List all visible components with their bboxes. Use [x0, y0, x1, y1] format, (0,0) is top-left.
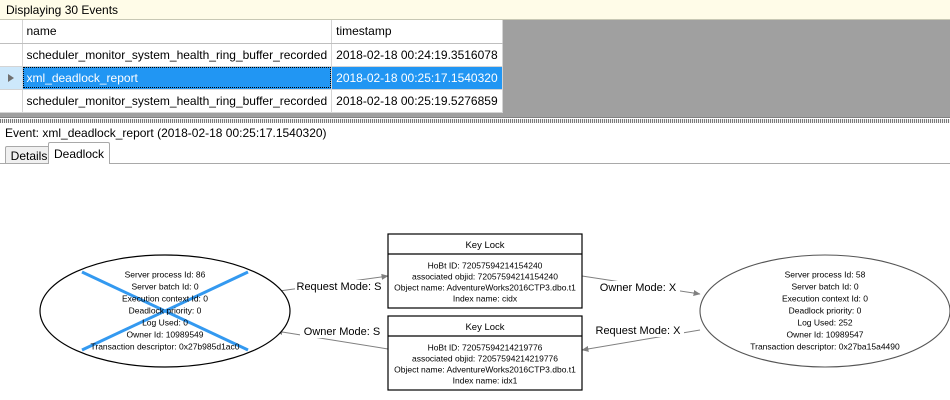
- event-header: Event: xml_deadlock_report (2018-02-18 0…: [0, 123, 950, 142]
- column-header-timestamp[interactable]: timestamp: [331, 20, 503, 44]
- events-grid[interactable]: name timestamp scheduler_monitor_system_…: [0, 20, 950, 118]
- tab-details[interactable]: Details: [5, 146, 53, 164]
- tab-deadlock-label: Deadlock: [53, 146, 105, 161]
- process-right-line-0: Server process Id: 58: [785, 269, 866, 279]
- row-selector-cell[interactable]: [0, 89, 23, 113]
- resource-top-line-1: associated objid: 72057594214154240: [412, 271, 558, 281]
- process-left-line-1: Server batch Id: 0: [131, 281, 198, 291]
- resource-bottom-line-2: Object name: AdventureWorks2016CTP3.dbo.…: [394, 364, 576, 374]
- edge-label-request-mode-s: Request Mode: S: [297, 281, 382, 293]
- process-right-line-3: Deadlock priority: 0: [789, 305, 862, 315]
- column-header-selector[interactable]: [0, 20, 23, 44]
- edge-owner-mode-x: Owner Mode: X: [581, 275, 701, 296]
- column-header-name[interactable]: name: [22, 20, 333, 44]
- edge-request-mode-x: Request Mode: X: [581, 324, 701, 352]
- edge-label-backdrop: [300, 325, 384, 338]
- events-table: name timestamp scheduler_monitor_system_…: [0, 20, 503, 113]
- resource-bottom-line-0: HoBt ID: 72057594214219776: [428, 342, 543, 352]
- tab-deadlock[interactable]: Deadlock: [48, 142, 110, 164]
- table-row[interactable]: scheduler_monitor_system_health_ring_buf…: [0, 43, 503, 67]
- resource-top-title: Key Lock: [465, 240, 504, 251]
- process-node-left[interactable]: Server process Id: 86 Server batch Id: 0…: [39, 254, 291, 368]
- resource-top-line-0: HoBt ID: 72057594214154240: [428, 260, 543, 270]
- process-left-line-2: Execution context Id: 0: [122, 293, 208, 303]
- table-row-selected[interactable]: xml_deadlock_report 2018-02-18 00:25:17.…: [0, 66, 503, 90]
- process-right-line-1: Server batch Id: 0: [791, 281, 858, 291]
- resource-bottom-title: Key Lock: [465, 322, 504, 333]
- tab-strip: Details Deadlock: [0, 142, 950, 164]
- row-selector-cell[interactable]: [0, 66, 23, 90]
- pane-splitter[interactable]: [0, 118, 950, 123]
- edge-label-backdrop: [596, 281, 680, 294]
- process-right-line-4: Log Used: 252: [797, 317, 853, 327]
- edge-label-owner-mode-x: Owner Mode: X: [600, 282, 677, 294]
- deadlock-graph-canvas[interactable]: Request Mode: S Owner Mode: S Owner Mode…: [0, 163, 950, 400]
- edge-request-mode-s: Request Mode: S: [271, 273, 389, 293]
- event-header-label: Event: xml_deadlock_report (2018-02-18 0…: [5, 125, 327, 140]
- edge-label-owner-mode-s: Owner Mode: S: [304, 326, 380, 338]
- process-node-right[interactable]: Server process Id: 58 Server batch Id: 0…: [699, 254, 950, 368]
- process-left-line-5: Owner Id: 10989549: [126, 329, 203, 339]
- edge-arrow-icon: [275, 329, 389, 350]
- row-selector-cell[interactable]: [0, 43, 23, 67]
- resource-node-top[interactable]: Key Lock HoBt ID: 72057594214154240 asso…: [387, 233, 583, 309]
- resource-node-bottom[interactable]: Key Lock HoBt ID: 72057594214219776 asso…: [387, 315, 583, 391]
- edge-label-backdrop: [592, 324, 684, 337]
- cell-timestamp[interactable]: 2018-02-18 00:25:17.1540320: [331, 66, 503, 90]
- resource-bottom-line-3: Index name: idx1: [453, 375, 518, 385]
- process-left-line-3: Deadlock priority: 0: [129, 305, 202, 315]
- deadlock-graph-svg: Request Mode: S Owner Mode: S Owner Mode…: [39, 233, 950, 391]
- cell-timestamp[interactable]: 2018-02-18 00:25:19.5276859: [331, 89, 503, 113]
- process-left-line-0: Server process Id: 86: [125, 269, 206, 279]
- process-right-line-5: Owner Id: 10989547: [786, 329, 863, 339]
- events-banner: Displaying 30 Events: [0, 0, 950, 20]
- process-left-line-4: Log Used: 0: [142, 317, 188, 327]
- current-row-arrow-icon: [7, 73, 14, 82]
- resource-top-box: [387, 233, 583, 309]
- resource-bottom-line-1: associated objid: 72057594214219776: [412, 353, 558, 363]
- edge-owner-mode-s: Owner Mode: S: [275, 325, 389, 350]
- resource-top-line-3: Index name: cidx: [453, 293, 518, 303]
- events-banner-label: Displaying 30 Events: [6, 2, 119, 17]
- cell-name[interactable]: scheduler_monitor_system_health_ring_buf…: [22, 43, 333, 67]
- process-node-right-ellipse: [699, 254, 950, 368]
- edge-label-backdrop: [295, 280, 383, 293]
- table-header-row: name timestamp: [0, 20, 503, 44]
- tab-details-label: Details: [10, 148, 48, 163]
- process-right-line-6: Transaction descriptor: 0x27ba15a4490: [750, 341, 900, 351]
- cell-name[interactable]: xml_deadlock_report: [22, 66, 333, 90]
- cell-timestamp[interactable]: 2018-02-18 00:24:19.3516078: [331, 43, 503, 67]
- resource-top-line-2: Object name: AdventureWorks2016CTP3.dbo.…: [394, 282, 576, 292]
- process-right-line-2: Execution context Id: 0: [782, 293, 868, 303]
- table-row[interactable]: scheduler_monitor_system_health_ring_buf…: [0, 89, 503, 113]
- process-left-line-6: Transaction descriptor: 0x27b985d1ac0: [91, 341, 240, 351]
- resource-bottom-box: [387, 315, 583, 391]
- edge-label-request-mode-x: Request Mode: X: [596, 325, 682, 337]
- victim-cross-icon: [81, 270, 249, 352]
- cell-name[interactable]: scheduler_monitor_system_health_ring_buf…: [22, 89, 333, 113]
